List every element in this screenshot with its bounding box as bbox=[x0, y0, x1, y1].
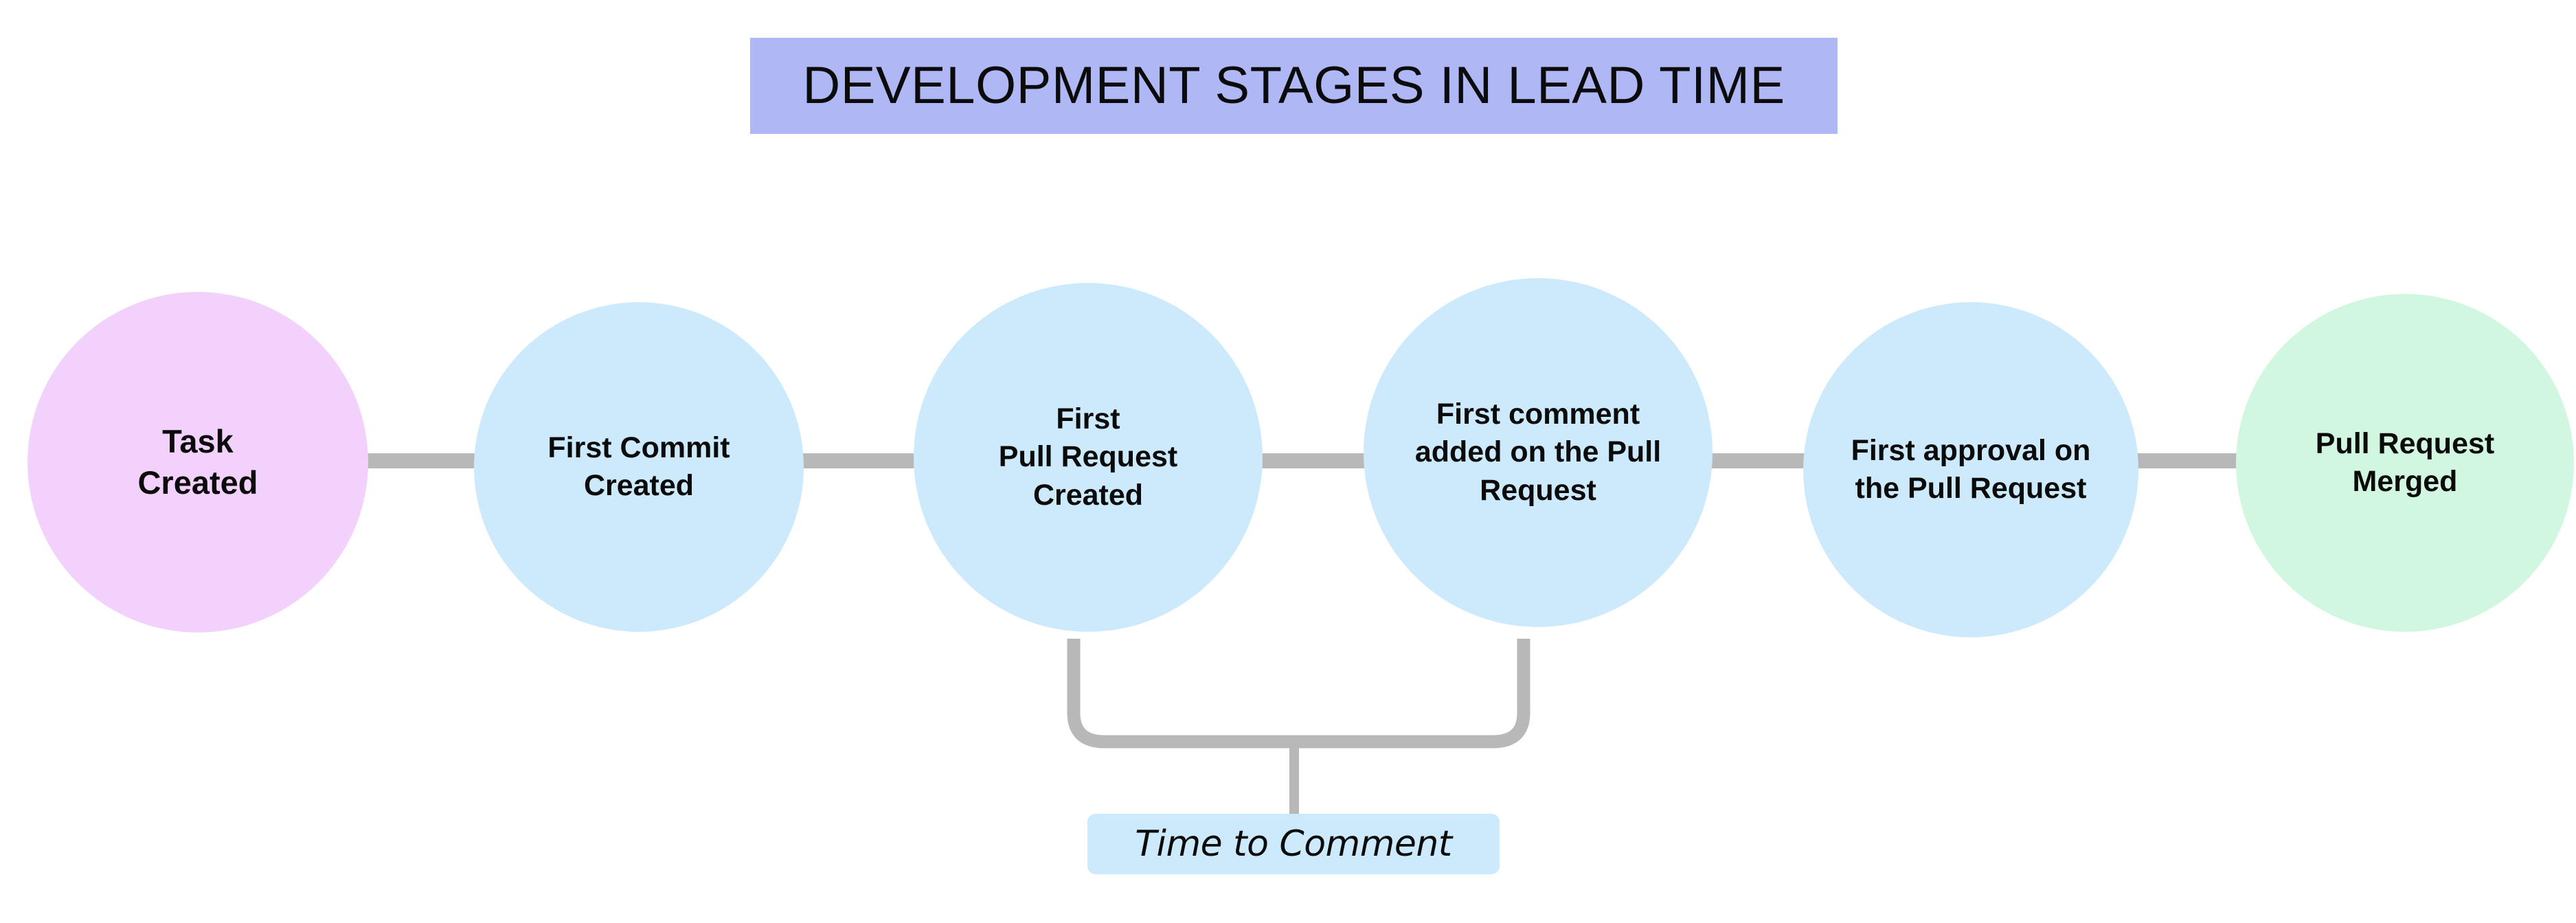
connector-5-6 bbox=[2132, 453, 2244, 468]
connector-4-5 bbox=[1706, 453, 1811, 468]
node-label-task-created: Task Created bbox=[137, 422, 258, 501]
metric-bracket bbox=[1067, 639, 1530, 749]
diagram-title-banner: DEVELOPMENT STAGES IN LEAD TIME bbox=[750, 38, 1838, 134]
metric-label-time-to-comment[interactable]: Time to Comment bbox=[1087, 814, 1500, 874]
node-pull-request-merged[interactable]: Pull Request Merged bbox=[2236, 294, 2574, 632]
diagram-title-text: DEVELOPMENT STAGES IN LEAD TIME bbox=[802, 56, 1785, 115]
connector-3-4 bbox=[1256, 453, 1371, 468]
connector-2-3 bbox=[797, 453, 920, 468]
node-label-pull-request-merged: Pull Request Merged bbox=[2315, 426, 2495, 498]
node-first-comment-on-pull-request[interactable]: First comment added on the Pull Request bbox=[1364, 278, 1713, 627]
node-label-first-pull-request-created: First Pull Request Created bbox=[998, 402, 1178, 512]
node-label-first-comment-on-pull-request: First comment added on the Pull Request bbox=[1414, 398, 1662, 507]
node-first-approval-on-pull-request[interactable]: First approval on the Pull Request bbox=[1803, 302, 2138, 637]
node-label-first-approval-on-pull-request: First approval on the Pull Request bbox=[1851, 433, 2091, 505]
connector-1-2 bbox=[364, 453, 479, 468]
node-label-first-commit-created: First Commit Created bbox=[547, 431, 730, 502]
metric-label-text: Time to Comment bbox=[1135, 823, 1452, 865]
node-first-pull-request-created[interactable]: First Pull Request Created bbox=[914, 283, 1263, 632]
node-task-created[interactable]: Task Created bbox=[27, 292, 368, 633]
node-first-commit-created[interactable]: First Commit Created bbox=[474, 302, 804, 632]
